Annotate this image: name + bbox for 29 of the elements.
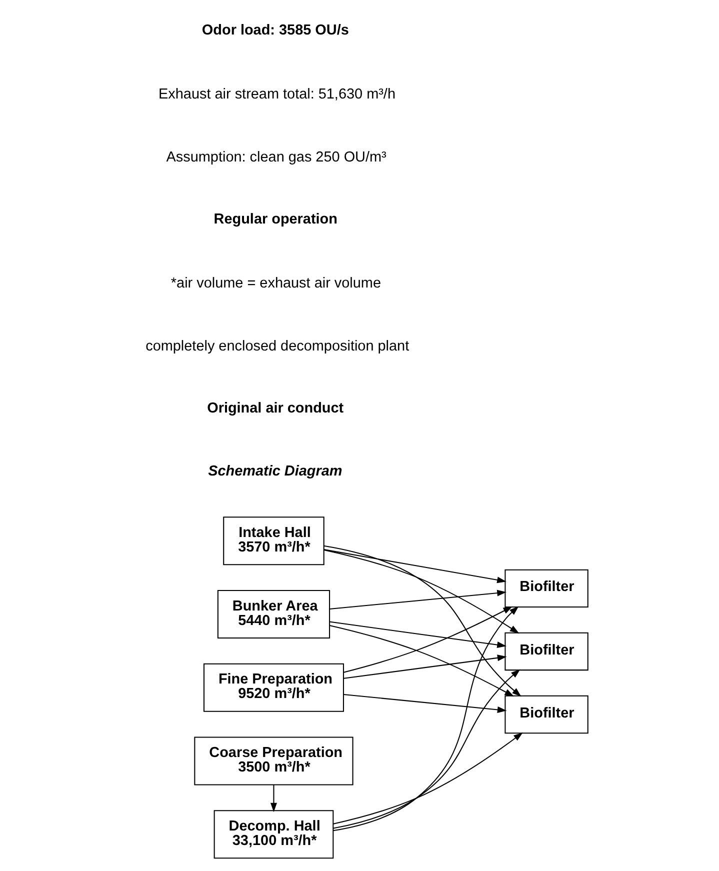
arrow <box>344 654 507 679</box>
label: completely enclosed decomposition plant <box>146 338 410 354</box>
node-box: Fine Preparation 9520 m³/h* <box>203 663 344 712</box>
node-box: Coarse Preparation 3500 m³/h* <box>194 736 354 786</box>
arrow <box>344 694 507 713</box>
label: Schematic Diagram <box>208 463 342 480</box>
label: *air volume = exhaust air volume <box>170 275 381 292</box>
arrow <box>324 545 522 697</box>
label: Odor load: 3585 OU/s <box>202 22 349 38</box>
arrow <box>333 606 519 832</box>
arrow <box>330 590 506 610</box>
node-box: Decomp. Hall 33,100 m³/h* <box>214 810 334 859</box>
node-box: Biofilter <box>504 695 588 734</box>
arrow <box>330 624 514 697</box>
arrow <box>333 669 520 829</box>
arrow <box>324 549 506 584</box>
arrow <box>333 732 523 824</box>
node-box: Intake Hall 3570 m³/h* <box>223 516 324 566</box>
node-box: Biofilter <box>504 632 588 671</box>
label: Assumption: clean gas 250 OU/m³ <box>166 149 386 166</box>
arrow <box>270 785 277 812</box>
label: Regular operation <box>214 211 338 228</box>
node-box: Biofilter <box>504 569 588 608</box>
arrow <box>324 550 520 634</box>
arrow <box>329 621 506 648</box>
node-box: Bunker Area 5440 m³/h* <box>217 590 330 639</box>
arrow <box>344 606 513 673</box>
label: Exhaust air stream total: 51,630 m³/h <box>158 86 396 102</box>
label: Original air conduct <box>207 400 344 416</box>
